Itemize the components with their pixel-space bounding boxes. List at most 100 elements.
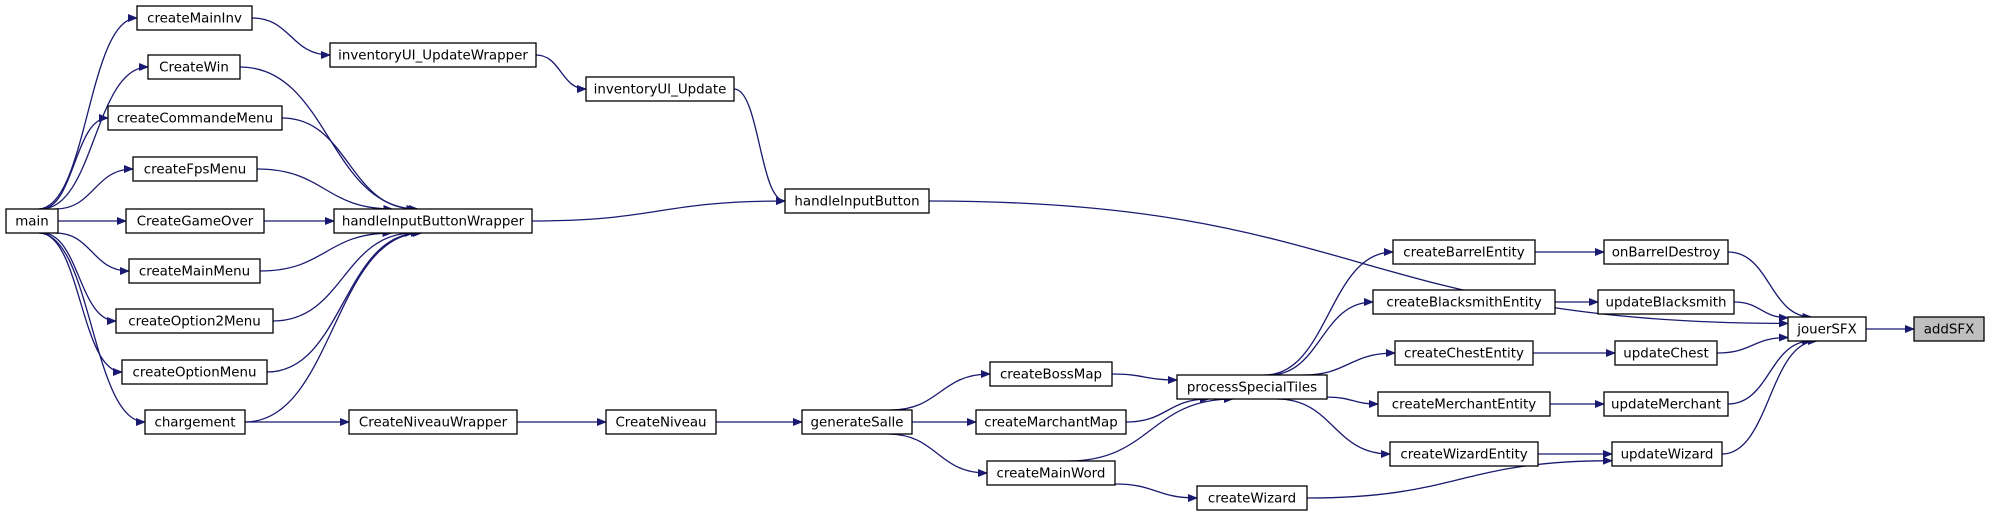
node-label: createMainWord (997, 467, 1106, 482)
node-handleInputButton[interactable]: handleInputButton (784, 188, 930, 214)
node-box (989, 361, 1113, 387)
node-label: createMarchantMap (984, 416, 1118, 431)
node-box (107, 105, 283, 131)
node-label: updateMerchant (1611, 398, 1721, 413)
node-updateMerchant[interactable]: updateMerchant (1603, 391, 1729, 417)
edge-updateMerchant-to-jouerSFX (1727, 337, 1813, 405)
node-box (333, 208, 533, 234)
node-createWizard[interactable]: createWizard (1196, 485, 1308, 511)
node-box (5, 208, 59, 234)
edge-processSpecialTiles-to-createChestEntity (1302, 349, 1396, 376)
node-label: createCommandeMenu (117, 112, 273, 127)
node-box (128, 258, 261, 284)
node-createWizardEntity[interactable]: createWizardEntity (1389, 441, 1539, 467)
node-addSFX[interactable]: addSFX (1913, 316, 1985, 342)
edge-createMainWord-to-createWizard (1114, 483, 1198, 502)
node-label: CreateNiveau (615, 416, 706, 431)
edge-main-to-chargement (38, 232, 146, 426)
node-label: createBarrelEntity (1403, 246, 1525, 261)
node-label: onBarrelDestroy (1612, 246, 1721, 261)
node-createMarchantMap[interactable]: createMarchantMap (975, 409, 1127, 435)
node-jouerSFX[interactable]: jouerSFX (1787, 316, 1867, 342)
edge-onBarrelDestroy-to-jouerSFX (1727, 251, 1813, 321)
node-createBlacksmithEntity[interactable]: createBlacksmithEntity (1372, 289, 1556, 315)
node-createBarrelEntity[interactable]: createBarrelEntity (1392, 239, 1536, 265)
node-handleInputButtonWrapper[interactable]: handleInputButtonWrapper (333, 208, 533, 234)
node-processSpecialTiles[interactable]: processSpecialTiles (1176, 374, 1328, 400)
node-main[interactable]: main (5, 208, 59, 234)
node-inventoryUI_UpdateWrapper[interactable]: inventoryUI_UpdateWrapper (329, 42, 537, 68)
node-createMainMenu[interactable]: createMainMenu (128, 258, 261, 284)
edge-main-to-createOption2Menu (42, 232, 117, 325)
node-label: generateSalle (810, 416, 903, 431)
node-label: inventoryUI_Update (594, 83, 727, 98)
node-label: handleInputButtonWrapper (342, 215, 525, 230)
node-updateBlacksmith[interactable]: updateBlacksmith (1597, 289, 1735, 315)
node-createCommandeMenu[interactable]: createCommandeMenu (107, 105, 283, 131)
node-box (784, 188, 930, 214)
node-updateWizard[interactable]: updateWizard (1611, 441, 1723, 467)
node-createOption2Menu[interactable]: createOption2Menu (115, 308, 274, 334)
node-CreateNiveauWrapper[interactable]: CreateNiveauWrapper (348, 409, 518, 435)
node-box (975, 409, 1127, 435)
node-label: jouerSFX (1796, 323, 1857, 338)
node-createChestEntity[interactable]: createChestEntity (1394, 340, 1534, 366)
node-box (121, 359, 268, 385)
edge-handleInputButton-to-jouerSFX (928, 200, 1789, 328)
edge-processSpecialTiles-to-createMerchantEntity (1326, 396, 1379, 408)
node-onBarrelDestroy[interactable]: onBarrelDestroy (1603, 239, 1729, 265)
node-label: createOptionMenu (133, 366, 257, 381)
node-CreateGameOver[interactable]: CreateGameOver (125, 208, 265, 234)
node-CreateNiveau[interactable]: CreateNiveau (605, 409, 717, 435)
node-CreateWin[interactable]: CreateWin (147, 54, 241, 80)
node-chargement[interactable]: chargement (144, 409, 246, 435)
node-updateChest[interactable]: updateChest (1614, 340, 1718, 366)
edge-createMainInv-to-inventoryUI_UpdateWrapper (251, 17, 331, 59)
node-createMerchantEntity[interactable]: createMerchantEntity (1377, 391, 1551, 417)
node-box (801, 409, 913, 435)
node-box (1787, 316, 1867, 342)
node-label: createBlacksmithEntity (1386, 296, 1541, 311)
node-label: addSFX (1924, 323, 1975, 338)
edge-inventoryUI_Update-to-handleInputButton (733, 88, 786, 205)
node-label: CreateGameOver (137, 215, 254, 230)
node-label: CreateWin (159, 61, 229, 76)
edge-handleInputButtonWrapper-to-handleInputButton (531, 197, 786, 222)
edge-main-to-CreateWin (40, 63, 149, 210)
node-label: processSpecialTiles (1187, 381, 1317, 396)
node-createFpsMenu[interactable]: createFpsMenu (132, 156, 258, 182)
edge-main-to-createOptionMenu (39, 232, 123, 376)
node-box (1913, 316, 1985, 342)
node-createBossMap[interactable]: createBossMap (989, 361, 1113, 387)
node-label: updateBlacksmith (1606, 296, 1727, 311)
node-box (132, 156, 258, 182)
node-box (329, 42, 537, 68)
node-box (1196, 485, 1308, 511)
edge-createOptionMenu-to-handleInputButtonWrapper (266, 229, 421, 373)
node-createMainInv[interactable]: createMainInv (136, 5, 253, 31)
edge-CreateWin-to-handleInputButtonWrapper (239, 66, 419, 213)
node-box (125, 208, 265, 234)
node-box (605, 409, 717, 435)
edge-generateSalle-to-createBossMap (890, 370, 991, 411)
edge-createOption2Menu-to-handleInputButtonWrapper (272, 229, 415, 322)
node-createOptionMenu[interactable]: createOptionMenu (121, 359, 268, 385)
node-createMainWord[interactable]: createMainWord (986, 460, 1116, 486)
node-label: createMainMenu (139, 265, 250, 280)
node-box (1611, 441, 1723, 467)
node-label: createWizard (1208, 492, 1296, 507)
node-label: createWizardEntity (1400, 448, 1527, 463)
node-box (1372, 289, 1556, 315)
node-generateSalle[interactable]: generateSalle (801, 409, 913, 435)
edge-createFpsMenu-to-handleInputButtonWrapper (256, 168, 394, 213)
node-label: inventoryUI_UpdateWrapper (338, 49, 528, 64)
node-inventoryUI_Update[interactable]: inventoryUI_Update (585, 76, 735, 102)
edge-main-to-createFpsMenu (55, 165, 134, 210)
node-label: CreateNiveauWrapper (359, 416, 508, 431)
node-box (1176, 374, 1328, 400)
node-box (1614, 340, 1718, 366)
edge-createMainMenu-to-handleInputButtonWrapper (259, 229, 393, 272)
node-box (1377, 391, 1551, 417)
node-label: createChestEntity (1404, 347, 1524, 362)
